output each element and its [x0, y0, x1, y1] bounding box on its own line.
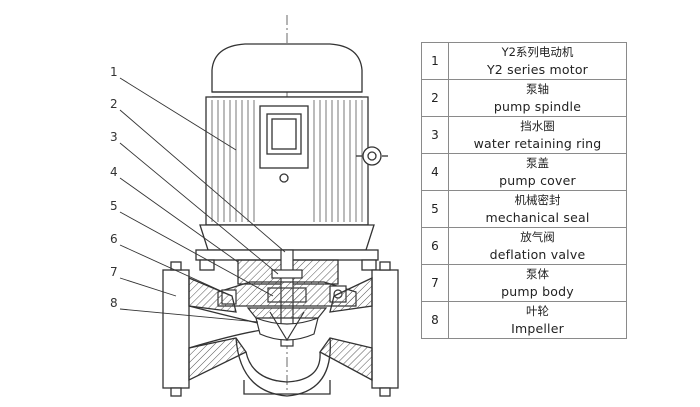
part-description: 叶轮 Impeller [448, 301, 627, 339]
callout-labels: 1 2 3 4 5 6 7 8 [110, 65, 118, 310]
table-row: 6 放气阀 deflation valve [421, 227, 627, 265]
part-description: Y2系列电动机 Y2 series motor [448, 42, 627, 80]
lifting-eye [356, 146, 388, 166]
part-name-zh: 放气阀 [520, 230, 555, 244]
part-name-zh: 泵盖 [526, 156, 549, 170]
callout-1: 1 [110, 65, 118, 79]
part-number: 6 [421, 227, 449, 265]
part-name-en: pump spindle [493, 99, 582, 114]
table-row: 4 泵盖 pump cover [421, 153, 627, 191]
callout-leaders [119, 77, 286, 323]
part-name-zh: 叶轮 [526, 304, 549, 318]
part-number: 5 [421, 190, 449, 228]
table-row: 3 挡水圈 water retaining ring [421, 116, 627, 154]
part-description: 机械密封 mechanical seal [448, 190, 627, 228]
part-number: 2 [421, 79, 449, 117]
part-description: 泵体 pump body [448, 264, 627, 302]
part-number: 3 [421, 116, 449, 154]
part-number: 4 [421, 153, 449, 191]
part-description: 挡水圈 water retaining ring [448, 116, 627, 154]
table-row: 7 泵体 pump body [421, 264, 627, 302]
table-row: 5 机械密封 mechanical seal [421, 190, 627, 228]
callout-7: 7 [110, 265, 118, 279]
table-row: 1 Y2系列电动机 Y2 series motor [421, 42, 627, 80]
part-description: 泵轴 pump spindle [448, 79, 627, 117]
terminal-box [259, 105, 309, 183]
part-name-zh: 机械密封 [514, 193, 561, 207]
part-name-en: mechanical seal [485, 210, 590, 225]
callout-5: 5 [110, 199, 118, 213]
part-name-en: pump cover [499, 173, 576, 188]
part-name-zh: 泵轴 [526, 82, 549, 96]
part-name-zh: 泵体 [526, 267, 549, 281]
impeller-shape [246, 307, 328, 342]
part-name-en: pump body [501, 284, 574, 299]
part-name-en: deflation valve [489, 247, 586, 262]
part-number: 1 [421, 42, 449, 80]
callout-3: 3 [110, 130, 118, 144]
table-row: 8 叶轮 Impeller [421, 301, 627, 339]
part-name-en: Y2 series motor [486, 62, 589, 77]
motor-fan-cover [211, 43, 363, 98]
part-number: 8 [421, 301, 449, 339]
part-name-en: Impeller [511, 321, 564, 336]
pump-cross-section-drawing: 1 2 3 4 5 6 7 8 [110, 15, 399, 397]
part-number: 7 [421, 264, 449, 302]
part-description: 放气阀 deflation valve [448, 227, 627, 265]
part-description: 泵盖 pump cover [448, 153, 627, 191]
callout-6: 6 [110, 232, 118, 246]
part-name-zh: 挡水圈 [520, 119, 555, 133]
part-name-zh: Y2系列电动机 [501, 45, 574, 59]
callout-2: 2 [110, 97, 118, 111]
pump-body-shape [162, 261, 399, 397]
table-row: 2 泵轴 pump spindle [421, 79, 627, 117]
callout-8: 8 [110, 296, 118, 310]
callout-4: 4 [110, 165, 118, 179]
parts-legend-table: 1 Y2系列电动机 Y2 series motor 2 泵轴 pump spin… [421, 42, 627, 339]
part-name-en: water retaining ring [473, 136, 602, 151]
